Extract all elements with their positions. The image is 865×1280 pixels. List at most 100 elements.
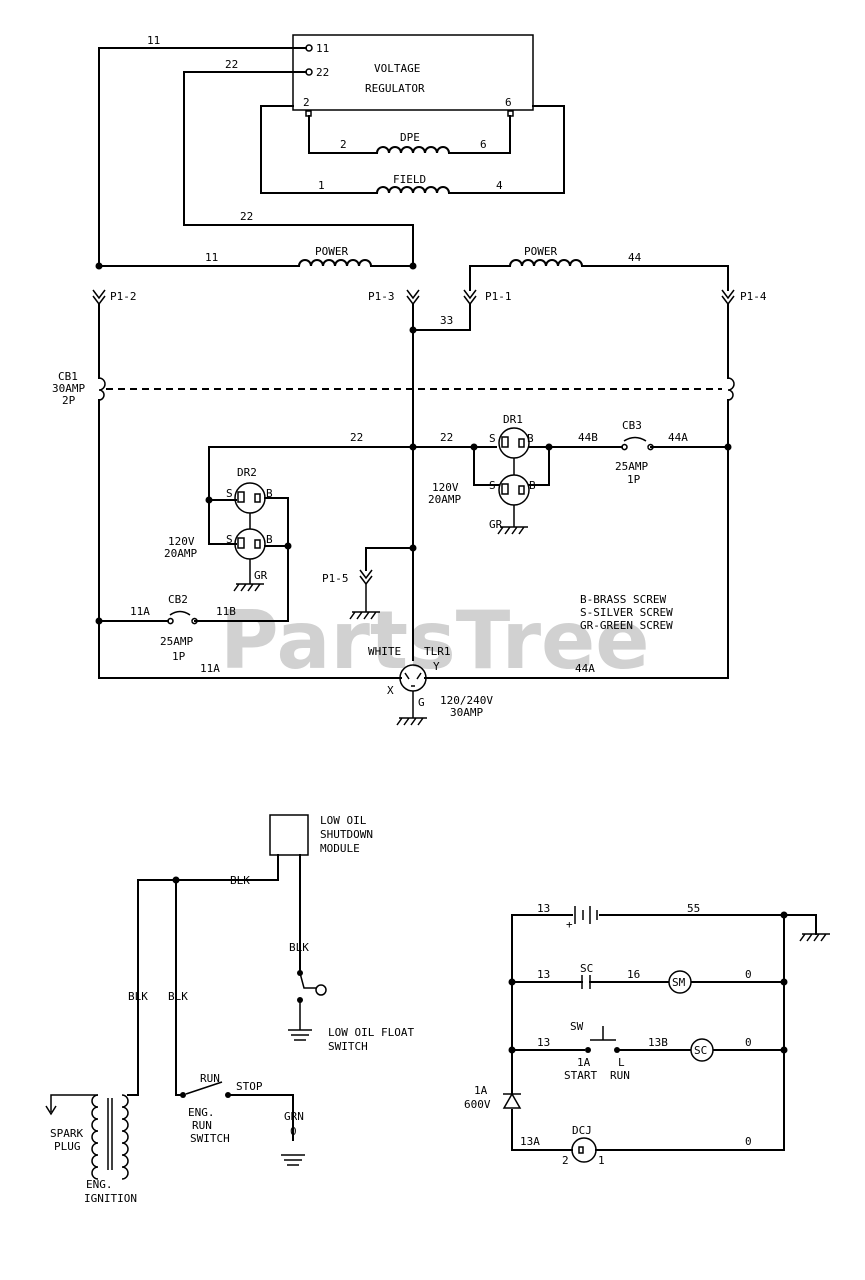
battery-icon [574, 906, 598, 924]
ignition-label-2: IGNITION [84, 1192, 137, 1205]
wire-11b-label: 11B [216, 605, 236, 618]
connector-p1-3 [406, 289, 420, 306]
blk-top-label: BLK [230, 874, 250, 887]
stop-label: STOP [236, 1080, 263, 1093]
ignition-secondary-coil [91, 1094, 99, 1180]
cb1-name: CB1 [58, 370, 78, 383]
spark-plug-label-1: SPARK [50, 1127, 83, 1140]
dr1-voltage: 120V [432, 481, 459, 494]
wire-0-sm-label: 0 [745, 968, 752, 981]
junction-13-sw [508, 1046, 516, 1054]
dr2-ground-icon [233, 583, 264, 592]
dr1-name: DR1 [503, 413, 523, 426]
power-left-label: POWER [315, 245, 348, 258]
diode-label-1: 1A [474, 1084, 488, 1097]
cb3-rating: 25AMP [615, 460, 648, 473]
cb2-breaker [167, 610, 198, 625]
start-circuit-diagram: + 13 55 13 SC 16 SM 0 SW 13 1A L START R… [464, 902, 830, 1167]
tlr1-ground-icon [396, 691, 427, 726]
wire-16-label: 16 [627, 968, 640, 981]
cb3-name: CB3 [622, 419, 642, 432]
dr2-lower-slot-s [237, 537, 245, 549]
float-ground-icon [288, 1000, 312, 1041]
voltage-regulator-label-1: VOLTAGE [374, 62, 420, 75]
watermark: PartsTree [220, 594, 650, 687]
wire-44b-label: 44B [578, 431, 598, 444]
dr2-s-label: S [226, 487, 233, 500]
diode-label-2: 600V [464, 1098, 491, 1111]
terminal-2-label: 2 [303, 96, 310, 109]
float-switch-label-2: SWITCH [328, 1040, 368, 1053]
diode-icon [502, 1092, 522, 1109]
run-switch-label-3: SWITCH [190, 1132, 230, 1145]
wire-11a-bottom-label: 11A [200, 662, 220, 675]
dr1-upper-slot-s [501, 436, 509, 448]
dcj-pin-1: 1 [598, 1154, 605, 1167]
dpe-wire-6 [448, 115, 511, 154]
wire-p1-5 [365, 547, 414, 571]
wire-44a-bottom-label: 44A [575, 662, 595, 675]
dr1-b-label: B [527, 432, 534, 445]
cb2-rating: 25AMP [160, 635, 193, 648]
field-wire-1 [260, 105, 378, 194]
ground-label: GRN [284, 1110, 304, 1123]
junction-0-sc [780, 1046, 788, 1054]
junction-0-sm [780, 978, 788, 986]
battery-ground-wire [783, 914, 817, 935]
junction-13-sc [508, 978, 516, 986]
battery-plus: + [566, 918, 573, 931]
dcj-pin-2: 2 [562, 1154, 569, 1167]
sc2-label: SC [694, 1044, 707, 1057]
field-right-label: 4 [496, 179, 503, 192]
ignition-label-1: ENG. [86, 1178, 113, 1191]
wire-55-label: 55 [687, 902, 700, 915]
low-oil-module-box [269, 814, 309, 856]
connector-p1-5 [359, 569, 373, 586]
junction-dr2-b [284, 542, 292, 550]
cb2-name: CB2 [168, 593, 188, 606]
connector-p1-2 [92, 289, 106, 306]
junction-dr2-s [205, 496, 213, 504]
run-switch-ground-wire [230, 1094, 294, 1141]
power-wire-44 [581, 265, 729, 291]
p1-5-ground-icon [349, 584, 380, 620]
junction-22-bus [409, 443, 417, 451]
blk-vert-label: BLK [289, 941, 309, 954]
legend-silver: S-SILVER SCREW [580, 606, 673, 619]
ignition-diagram: LOW OIL SHUTDOWN MODULE BLK BLK BLK BLK … [45, 814, 414, 1205]
wire-13a-label: 13A [520, 1135, 540, 1148]
run-switch-contact-right [225, 1092, 231, 1098]
voltage-regulator-box [292, 34, 534, 111]
dr1-ground-icon [497, 526, 528, 535]
dr1-b-jumper [528, 446, 550, 486]
junction-44a [724, 443, 732, 451]
sw-l-label: L [618, 1056, 625, 1069]
dr2-name: DR2 [237, 466, 257, 479]
dr1-upper-slot-b [518, 438, 525, 448]
connector-p1-4-label: P1-4 [740, 290, 767, 303]
wire-11-power-label: 11 [205, 251, 218, 264]
connector-p1-3-label: P1-3 [368, 290, 395, 303]
spark-plug-label-2: PLUG [54, 1140, 81, 1153]
tlr1-slots [404, 672, 422, 687]
spark-plug-wire [50, 1094, 98, 1112]
dr2-amps: 20AMP [164, 547, 197, 560]
dpe-left-label: 2 [340, 138, 347, 151]
cb2-poles: 1P [172, 650, 186, 663]
dr2-upper-slot-b [254, 493, 261, 503]
wire-11-label: 11 [147, 34, 160, 47]
tlr1-y-label: Y [433, 660, 440, 673]
junction-blk [172, 876, 180, 884]
wire-0-sc-label: 0 [745, 1036, 752, 1049]
dpe-coil [376, 146, 450, 154]
battery-ground-icon [799, 933, 830, 942]
blk-wire-run [175, 879, 184, 1096]
wire-13-sc-label: 13 [537, 968, 550, 981]
cb3-breaker [621, 436, 654, 451]
power-coil-left [298, 259, 372, 267]
dr1-s2-label: S [489, 479, 496, 492]
ignition-core [107, 1098, 113, 1170]
dr1-lower-slot-b [518, 485, 525, 495]
connector-p1-2-label: P1-2 [110, 290, 137, 303]
field-wire-4 [448, 105, 565, 194]
